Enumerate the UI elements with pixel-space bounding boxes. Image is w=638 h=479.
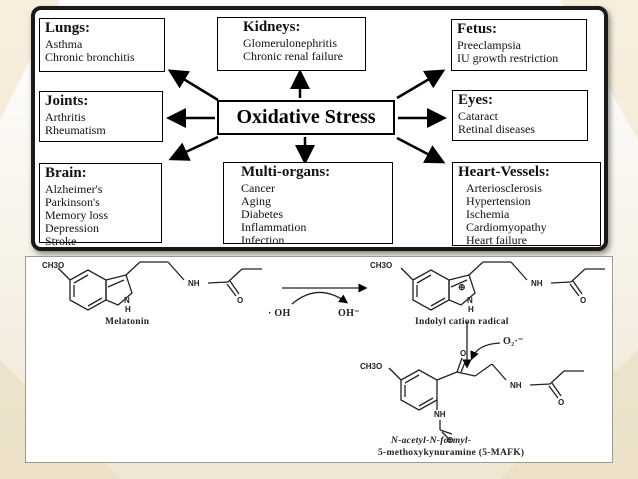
afmk-formyl-nh-label: NH [434,410,446,419]
indolyl-radical-structure [400,261,605,311]
afmk-nh-label: NH [510,381,522,390]
multi-organs-title: Multi-organs: [241,164,331,180]
afmk-substituent-label: CH3O [360,362,383,371]
multi-organs-item: Infection [241,233,285,247]
oxidative-stress-box: Oxidative Stress [217,100,395,135]
multi-organs-item: Aging [241,194,271,208]
product-name-line1: N-acetyl-N-formyl- [391,436,472,446]
heart-vessels-item: Hypertension [466,194,531,208]
melatonin-ring-h-label: H [125,305,131,314]
lungs-box: Lungs: Asthma Chronic bronchitis [39,18,165,72]
reagent-hydroxyl-radical: · OH [268,308,291,319]
reaction-scheme-panel [25,256,613,463]
melatonin-ring-n-label: N [124,296,130,305]
eyes-item: Retinal diseases [458,122,535,136]
afmk-o-label: O [558,398,565,407]
lungs-item: Chronic bronchitis [45,50,135,64]
heart-vessels-item: Heart failure [466,233,527,247]
brain-item: Memory loss [45,208,108,222]
brain-item: Parkinson's [45,195,100,209]
joints-item: Arthritis [45,110,86,124]
kidneys-item: Chronic renal failure [243,49,343,63]
kidneys-item: Glomerulonephritis [243,36,337,50]
lungs-item: Asthma [45,37,83,51]
radical-nh-label: NH [531,279,543,288]
heart-vessels-item: Arteriosclerosis [466,181,542,195]
joints-title: Joints: [45,93,89,109]
fetus-item: IU growth restriction [457,51,559,65]
multi-organs-item: Inflammation [241,220,307,234]
radical-charge-label: ⊕ [458,282,466,292]
fetus-title: Fetus: [457,21,497,37]
heart-vessels-box: Heart-Vessels: Arteriosclerosis Hyperten… [452,162,601,247]
radical-ring-h-label: H [468,305,474,314]
joints-item: Rheumatism [45,123,106,137]
brain-title: Brain: [45,165,87,181]
eyes-box: Eyes: Cataract Retinal diseases [452,90,588,141]
heart-vessels-title: Heart-Vessels: [458,164,550,180]
brain-box: Brain: Alzheimer's Parkinson's Memory lo… [39,163,162,248]
heart-vessels-item: Ischemia [466,207,510,221]
arrow-to-heart-vessels [396,136,446,164]
arrow-to-lungs [167,69,219,102]
radical-ring-n-label: N [467,296,473,305]
reaction-arrow-2 [462,322,501,369]
joints-box: Joints: Arthritis Rheumatism [39,91,163,142]
kidneys-box: Kidneys: Glomerulonephritis Chronic rena… [217,17,366,71]
radical-substituent-label: CH3O [370,261,393,270]
melatonin-structure [57,261,262,311]
heart-vessels-item: Cardiomyopathy [466,220,547,234]
afmk-formyl-o-label: O [447,436,454,445]
multi-organs-item: Diabetes [241,207,283,221]
afmk-ketone-o-label: O [460,349,467,358]
lungs-title: Lungs: [45,20,91,36]
reagent-hydroxide: OH⁻ [338,308,360,319]
afmk-structure [388,357,584,441]
multi-organs-box: Multi-organs: Cancer Aging Diabetes Infl… [223,162,393,247]
arrow-to-fetus [396,69,446,100]
fetus-item: Preeclampsia [457,38,521,52]
eyes-title: Eyes: [458,92,493,108]
multi-organs-item: Cancer [241,181,275,195]
brain-item: Alzheimer's [45,182,103,196]
melatonin-caption: Melatonin [105,317,150,327]
reaction-arrow-1 [282,283,368,305]
indolyl-radical-caption: Indolyl cation radical [415,317,509,327]
product-caption-line1: N-acetyl-N-formyl- [391,436,471,446]
superoxide-label: O₂·⁻ [503,336,524,347]
product-caption-line2: 5-methoxykynuramine (5-MAFK) [378,448,525,458]
melatonin-substituent-label: CH3O [42,261,65,270]
brain-item: Stroke [45,234,77,248]
melatonin-o-label: O [237,296,244,305]
radical-o-label: O [580,296,587,305]
kidneys-title: Kidneys: [243,19,301,35]
brain-item: Depression [45,221,99,235]
arrow-to-brain [168,135,219,161]
melatonin-nh-label: NH [188,279,200,288]
eyes-item: Cataract [458,109,498,123]
fetus-box: Fetus: Preeclampsia IU growth restrictio… [451,19,587,71]
